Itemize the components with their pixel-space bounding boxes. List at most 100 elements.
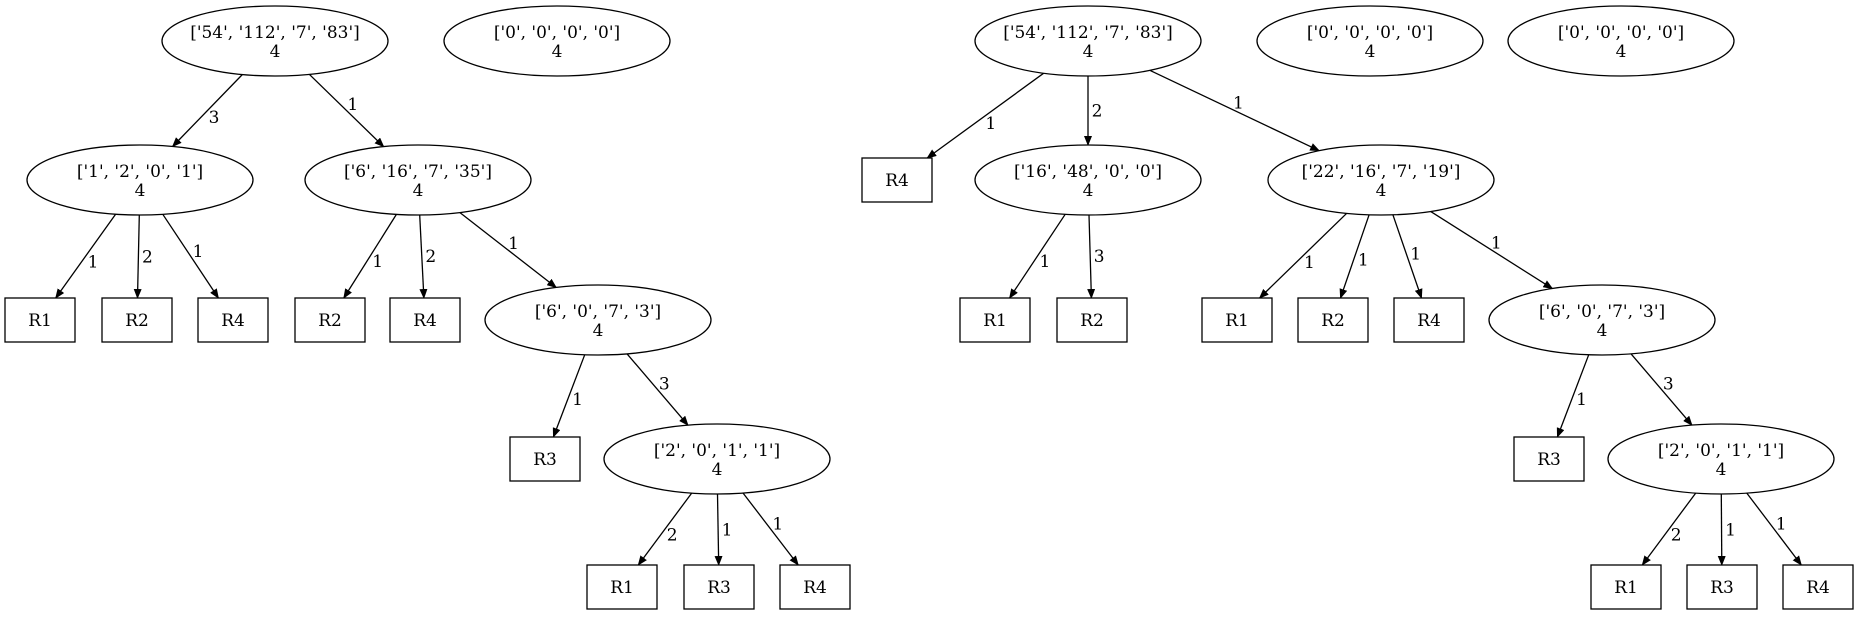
leaf-node: R3: [509, 436, 581, 482]
leaf-node-label: R1: [1225, 311, 1249, 331]
edge-label: 1: [1576, 390, 1587, 410]
edge: 1: [1339, 214, 1370, 299]
split-node: ['2', '0', '1', '1']4: [603, 423, 831, 495]
edge: 3: [1630, 353, 1693, 426]
split-node-values: ['0', '0', '0', '0']: [1558, 23, 1684, 43]
split-node-shape: [974, 5, 1202, 77]
split-node: ['54', '112', '7', '83']4: [974, 5, 1202, 77]
edge-arrow: [1430, 210, 1554, 290]
split-node-count: 4: [552, 42, 563, 62]
leaf-node: R4: [1782, 564, 1854, 610]
edge-label: 2: [1092, 102, 1103, 122]
edge-label: 1: [347, 95, 358, 115]
edge-arrow: [637, 492, 693, 566]
split-node-shape: [974, 144, 1202, 216]
edge-label: 1: [1491, 233, 1502, 253]
split-node: ['0', '0', '0', '0']4: [1507, 5, 1735, 77]
edge: 3: [1087, 214, 1105, 299]
leaf-node: R4: [389, 297, 461, 343]
edge-label: 1: [1358, 250, 1369, 270]
split-node-count: 4: [593, 321, 604, 341]
split-node-count: 4: [1083, 181, 1094, 201]
edge-label: 1: [772, 515, 783, 535]
leaf-node-label: R2: [1080, 311, 1104, 331]
edge: 1: [162, 213, 219, 299]
leaf-node-label: R3: [533, 450, 557, 470]
edge: 1: [1556, 354, 1590, 438]
edge: 2: [419, 214, 436, 299]
edge-label: 3: [1094, 247, 1105, 267]
split-node-values: ['6', '16', '7', '35']: [344, 162, 492, 182]
edge-label: 2: [425, 247, 436, 267]
edge-label: 2: [667, 525, 678, 545]
split-node: ['2', '0', '1', '1']4: [1607, 423, 1835, 495]
split-node-values: ['6', '0', '7', '3']: [535, 302, 661, 322]
split-node-shape: [1607, 423, 1835, 495]
edge: 2: [133, 214, 153, 299]
leaf-node-label: R4: [803, 578, 827, 598]
edge: 2: [1641, 492, 1697, 566]
split-node-shape: [484, 284, 712, 356]
edge-label: 3: [1663, 375, 1674, 395]
edge: 1: [1258, 212, 1348, 299]
nodes-layer: ['54', '112', '7', '83']4 ['0', '0', '0',…: [4, 5, 1854, 610]
edge: 3: [171, 74, 243, 148]
split-node-count: 4: [413, 181, 424, 201]
split-node-shape: [161, 5, 389, 77]
split-node-shape: [1267, 144, 1495, 216]
leaf-node: R2: [1056, 297, 1128, 343]
edge-label: 1: [1233, 93, 1244, 113]
edge-arrow: [1087, 214, 1096, 299]
edge-label: 1: [1410, 245, 1421, 265]
split-node-count: 4: [1616, 42, 1627, 62]
edge: 1: [343, 214, 397, 299]
edge: 3: [626, 353, 689, 426]
edge-arrow: [626, 353, 689, 426]
edge: 1: [1746, 492, 1802, 566]
leaf-node-label: R3: [1537, 450, 1561, 470]
edge-label: 1: [88, 252, 99, 272]
edge-arrow: [926, 72, 1045, 159]
edge-label: 3: [209, 108, 220, 128]
leaf-node: R1: [586, 564, 658, 610]
edge-arrow: [1258, 212, 1348, 299]
leaf-node-label: R1: [28, 311, 52, 331]
leaf-node: R1: [959, 297, 1031, 343]
leaf-node: R2: [294, 297, 366, 343]
split-node-count: 4: [1376, 181, 1387, 201]
split-node: ['6', '0', '7', '3']4: [484, 284, 712, 356]
edge-arrow: [1339, 214, 1370, 299]
leaf-node: R4: [779, 564, 851, 610]
edge: 1: [308, 73, 385, 148]
split-node-shape: [443, 5, 671, 77]
leaf-node: R1: [1590, 564, 1662, 610]
split-node-values: ['0', '0', '0', '0']: [494, 23, 620, 43]
edge-arrow: [1556, 354, 1590, 438]
edge-arrow: [714, 493, 723, 566]
leaf-node: R3: [1513, 436, 1585, 482]
edge: 1: [714, 493, 733, 566]
edge: 1: [1009, 213, 1066, 299]
edge-label: 3: [659, 375, 670, 395]
leaf-node-box: [1686, 564, 1758, 610]
edge: 1: [1392, 214, 1423, 299]
leaf-node-label: R4: [413, 311, 437, 331]
edge-arrow: [742, 492, 799, 566]
split-node-count: 4: [135, 181, 146, 201]
leaf-node-box: [1056, 297, 1128, 343]
split-node-count: 4: [712, 460, 723, 480]
edge-label: 1: [572, 390, 583, 410]
split-node-shape: [1488, 284, 1716, 356]
split-node: ['0', '0', '0', '0']4: [443, 5, 671, 77]
leaf-node-box: [509, 436, 581, 482]
edge: 1: [552, 354, 586, 438]
edge-arrow: [1149, 69, 1321, 152]
edge-arrow: [343, 214, 397, 299]
leaf-node-box: [861, 157, 933, 203]
split-node: ['1', '2', '0', '1']4: [26, 144, 254, 216]
leaf-node-box: [294, 297, 366, 343]
leaf-node-box: [683, 564, 755, 610]
edge-label: 1: [193, 242, 204, 262]
split-node-shape: [304, 144, 532, 216]
